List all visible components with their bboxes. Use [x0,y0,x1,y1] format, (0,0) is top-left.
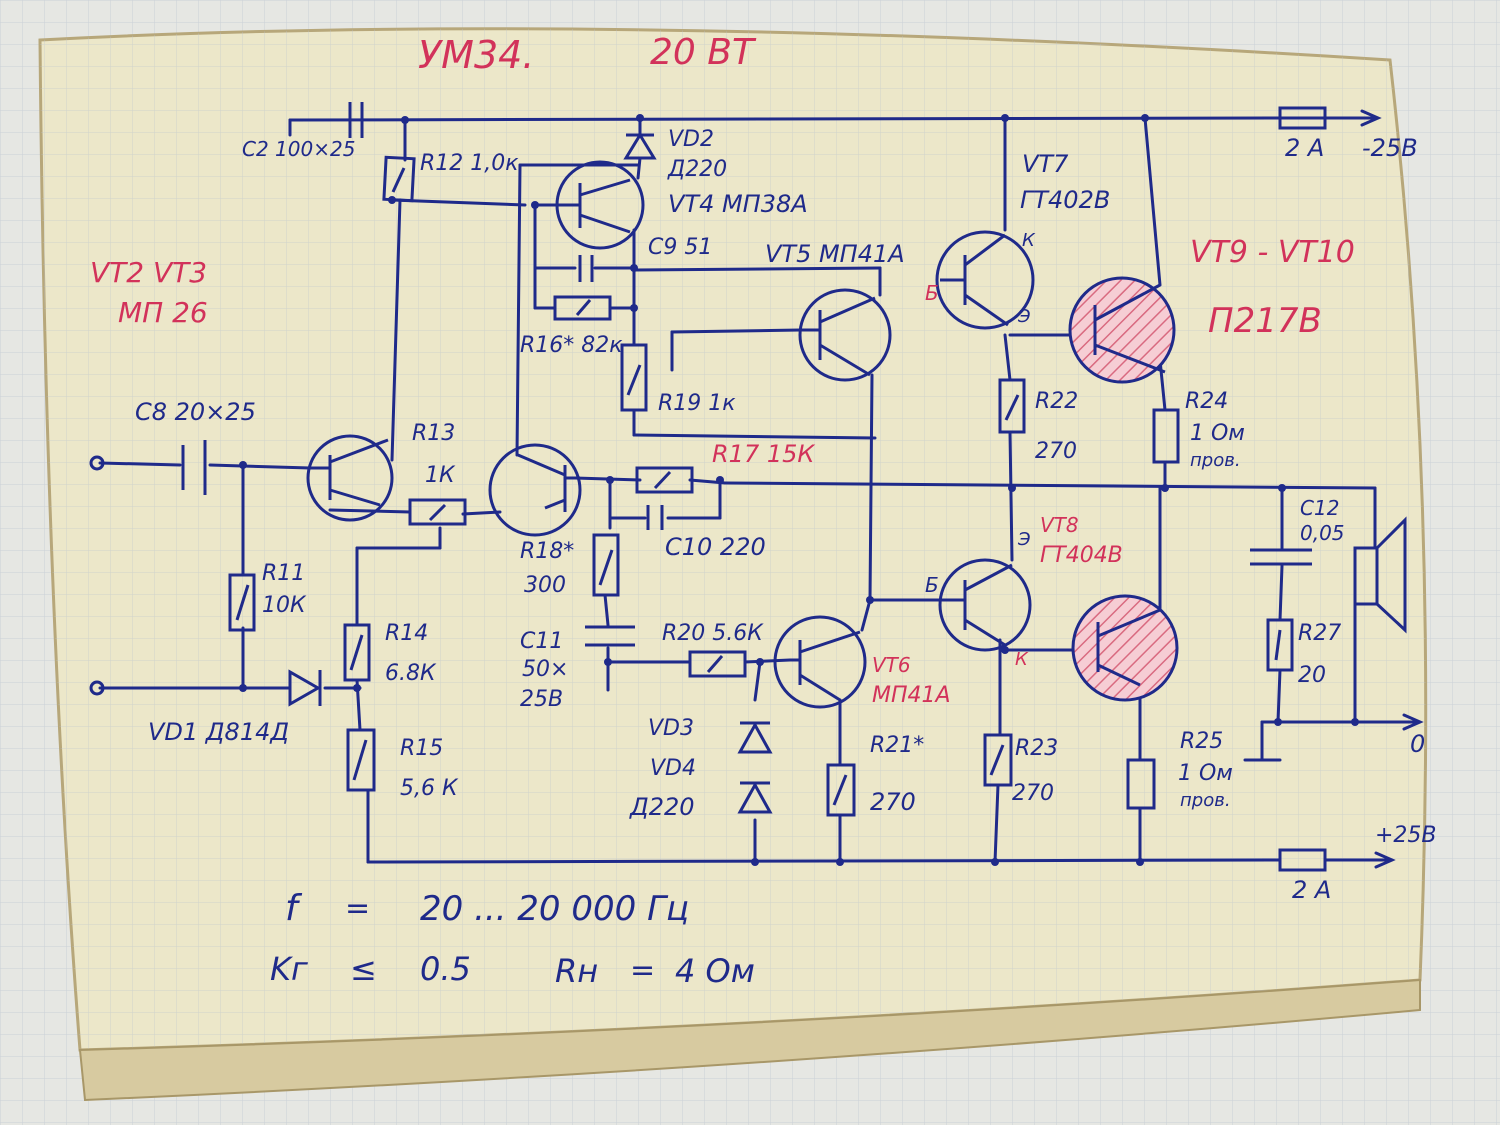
label-r19: R19 1к [658,391,736,416]
label-r18-val: 300 [524,573,566,598]
label-vd1: VD1 Д814Д [148,718,289,746]
label-vd2-type: Д220 [667,157,727,182]
label-vd4: VD4 [650,756,696,781]
page-edge [78,978,1421,1102]
label-vt2-vt3: VT2 VT3 [90,256,207,289]
label-vt6: VT6 [872,653,911,677]
label-r14: R14 [385,621,428,646]
label-vt7-type: ГТ402В [1020,186,1110,214]
label-vd3: VD3 [648,716,694,741]
label-vt7: VT7 [1022,150,1069,178]
label-r16: R16* 82к [520,333,623,358]
pin-vt8-k: К [1015,649,1029,670]
label-r13-val: 1К [425,463,456,488]
label-r20: R20 5.6К [662,621,764,646]
label-r21-val: 270 [870,788,916,816]
label-vd34-type: Д220 [629,793,695,821]
label-r17: R17 15К [712,440,815,468]
label-c9: C9 51 [648,235,712,260]
label-supply-neg: -25В [1362,134,1418,162]
page-grid [40,28,1426,1050]
label-r11-val: 10К [262,593,307,618]
spec-eq1: = [345,891,370,926]
label-r24-val: 1 Ом [1190,421,1245,446]
label-mp26: МП 26 [118,296,208,329]
label-r15: R15 [400,736,443,761]
label-c12: C12 [1300,496,1339,520]
label-c11-val: 50× [522,657,568,682]
label-r27: R27 [1298,621,1341,646]
label-vt6-type: МП41А [872,683,951,708]
spec-rn-val: 4 Ом [675,952,755,990]
spec-eq2: = [630,953,655,988]
label-c11-volt: 25В [520,687,563,712]
label-r22-val: 270 [1035,439,1077,464]
wires [98,109,1424,869]
label-r18: R18* [520,539,574,564]
labels: УМ34. 20 ВТ C2 100×25 R12 1,0к VD2 Д220 … [90,32,1437,990]
label-out-zero: 0 [1410,730,1425,758]
label-r23-val: 270 [1012,781,1054,806]
label-r14-val: 6.8К [385,661,437,686]
label-r24: R24 [1185,389,1228,414]
label-c12-val: 0,05 [1300,521,1345,545]
label-c2: C2 100×25 [242,137,355,161]
label-r24-note: пров. [1190,450,1241,471]
label-vt4: VT4 МП38А [668,190,808,218]
pin-vt7-b: Б [925,281,939,305]
label-r13: R13 [412,421,455,446]
label-vt8-type: ГТ404В [1040,543,1123,568]
spec-range: 20 ... 20 000 Гц [420,889,689,929]
label-r21: R21* [870,733,924,758]
label-r25-val: 1 Ом [1178,761,1233,786]
label-r25: R25 [1180,729,1223,754]
label-c10: C10 220 [665,533,766,561]
junction-dots [239,114,1359,866]
label-r27-val: 20 [1298,663,1326,688]
pin-vt7-k: К [1022,230,1036,251]
label-vt8: VT8 [1040,513,1079,537]
label-r12: R12 1,0к [420,151,519,176]
pin-vt8-b: Б [925,573,939,597]
label-vt9-vt10: VT9 - VT10 [1190,235,1355,270]
components [181,102,1407,872]
label-r22: R22 [1035,389,1078,414]
title-model: УМ34. [418,33,534,77]
label-r15-val: 5,6 К [400,776,459,801]
spec-k-val: 0.5 [420,950,471,988]
transistors [89,160,1179,709]
label-supply-pos: +25В [1375,823,1437,848]
spec-rn: Rн [555,952,598,990]
spec-le: ≤ [350,950,377,988]
pin-vt8-e: Э [1017,529,1031,550]
label-c11: C11 [520,629,563,654]
label-vd2: VD2 [668,127,714,152]
label-p217v: П217В [1208,301,1322,341]
title-power: 20 ВТ [650,32,757,73]
label-r25-note: пров. [1180,790,1231,811]
label-fuse-top: 2 А [1285,134,1324,162]
label-r23: R23 [1015,736,1058,761]
label-r11: R11 [262,561,305,586]
pin-vt7-e: Э [1017,306,1031,327]
label-vt5: VT5 МП41А [765,240,905,268]
label-c8: C8 20×25 [135,398,256,426]
spec-k: Kг [270,950,308,988]
label-fuse-bottom: 2 А [1292,876,1331,904]
